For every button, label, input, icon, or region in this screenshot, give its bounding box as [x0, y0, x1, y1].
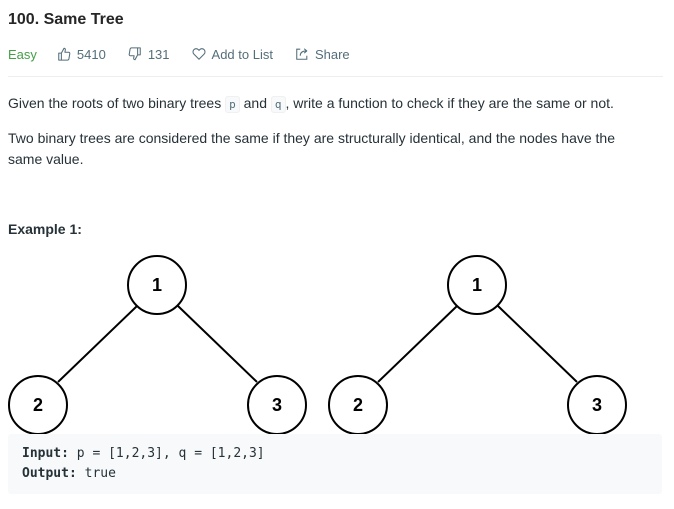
like-button[interactable]: 5410: [57, 47, 106, 62]
thumbs-down-icon: [128, 47, 141, 61]
dislike-button[interactable]: 131: [128, 47, 170, 62]
edge-p-root-right: [177, 305, 258, 383]
input-label: Input:: [22, 446, 69, 461]
example-input-line: Input: p = [1,2,3], q = [1,2,3]: [22, 446, 265, 461]
node-q-root: [447, 255, 507, 315]
description-paragraph-1: Given the roots of two binary trees p an…: [8, 95, 614, 113]
edge-p-root-left: [57, 305, 138, 383]
difficulty-badge: Easy: [8, 46, 37, 62]
tree-p: 1 2 3: [8, 255, 307, 435]
node-q-left-label: 2: [353, 395, 363, 415]
node-p-root-label: 1: [152, 275, 162, 295]
add-to-list-button[interactable]: Add to List: [192, 47, 273, 62]
problem-title: 100. Same Tree: [8, 11, 124, 28]
example-output-line: Output: true: [22, 466, 116, 481]
tree-q: 1 2 3: [328, 255, 627, 435]
add-to-list-label: Add to List: [211, 46, 273, 62]
node-p-root: [127, 255, 187, 315]
node-p-left-label: 2: [33, 395, 43, 415]
thumbs-up-icon: [58, 47, 71, 61]
edge-q-root-right: [497, 305, 578, 383]
edge-q-root-left: [377, 305, 458, 383]
output-label: Output:: [22, 466, 77, 481]
header-divider: [8, 76, 663, 77]
example-tree-diagram: 1 2 3 1 2 3: [8, 255, 627, 435]
share-icon: [296, 48, 308, 60]
example-title: Example 1:: [8, 221, 82, 237]
heart-icon: [192, 48, 206, 60]
variable-p: p: [225, 96, 240, 113]
node-q-right-label: 3: [592, 395, 602, 415]
input-value: p = [1,2,3], q = [1,2,3]: [68, 446, 265, 461]
output-value: true: [76, 466, 116, 481]
node-p-right-label: 3: [272, 395, 282, 415]
share-button[interactable]: Share: [295, 47, 350, 62]
dislike-count: 131: [147, 46, 170, 62]
description-paragraph-2: Two binary trees are considered the same…: [8, 130, 616, 167]
like-count: 5410: [76, 46, 106, 62]
share-label: Share: [314, 46, 350, 62]
node-q-root-label: 1: [472, 275, 482, 295]
problem-meta-row: Easy 5410 131 Add to List Share: [8, 44, 372, 64]
variable-q: q: [270, 96, 286, 113]
example-code-block: Input: p = [1,2,3], q = [1,2,3] Output: …: [8, 434, 662, 494]
